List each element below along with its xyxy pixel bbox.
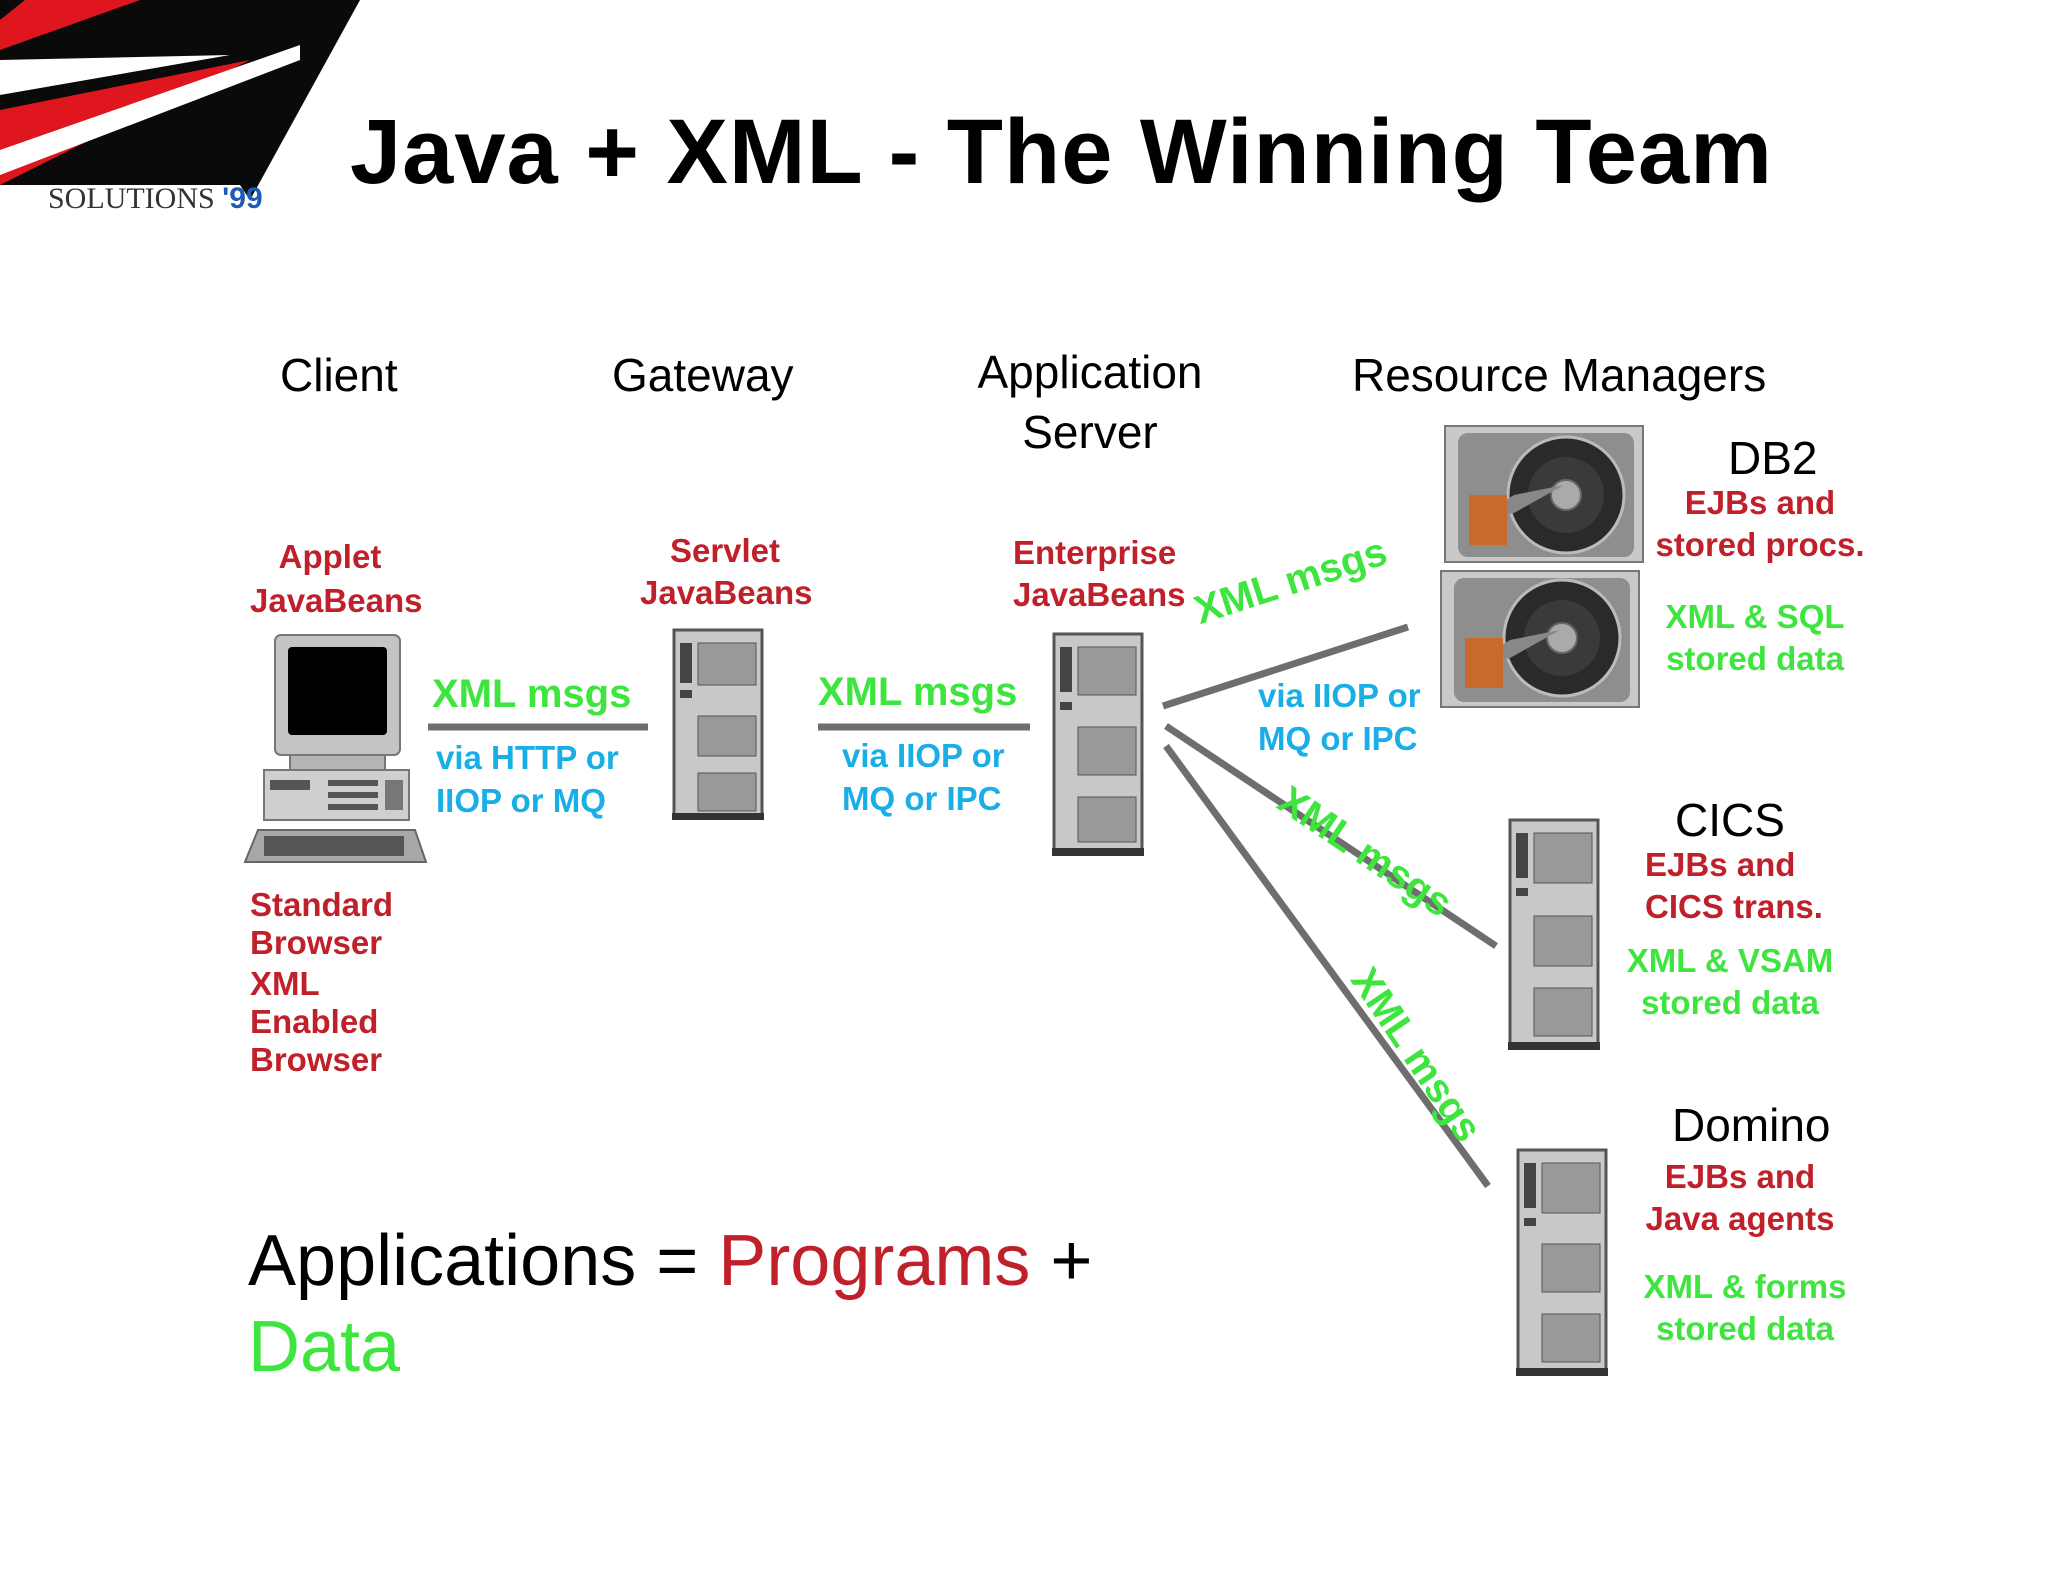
client-bottom-line: XML <box>250 965 320 1002</box>
column-header-client: Client <box>280 349 398 401</box>
cics-data-line2: stored data <box>1641 984 1819 1021</box>
logo: SOLUTIONS '99 <box>0 0 360 220</box>
app-server-line1: Enterprise <box>1013 534 1177 571</box>
link-app-db2-via2: MQ or IPC <box>1258 720 1418 757</box>
gateway-line2: JavaBeans <box>640 574 813 611</box>
db2-programs: EJBs and stored procs. <box>1655 482 1865 566</box>
line-app-domino <box>1163 743 1491 1189</box>
domino-data: XML & forms stored data <box>1640 1266 1850 1350</box>
link-gateway-app-via1: via IIOP or <box>842 737 1005 774</box>
gateway-label: Servlet JavaBeans <box>640 530 813 614</box>
cics-data: XML & VSAM stored data <box>1625 940 1835 1024</box>
db2-data: XML & SQL stored data <box>1660 596 1850 680</box>
link-app-db2-via1: via IIOP or <box>1258 677 1421 714</box>
client-top-line1: Applet <box>278 538 382 575</box>
slide-title: Java + XML - The Winning Team <box>350 101 1773 203</box>
client-bottom-line: Browser <box>250 1041 383 1078</box>
domino-prog-line2: Java agents <box>1645 1200 1835 1237</box>
cics-prog-line2: CICS trans. <box>1645 888 1823 925</box>
link-app-db2-via: via IIOP or MQ or IPC <box>1258 674 1421 760</box>
app-server-icon <box>1052 632 1144 856</box>
db2-prog-line1: EJBs and <box>1684 484 1836 521</box>
db2-data-line1: XML & SQL <box>1665 598 1845 635</box>
cics-prog-line1: EJBs and <box>1645 846 1796 883</box>
equation-data: Data <box>248 1307 401 1387</box>
db2-prog-line2: stored procs. <box>1655 526 1865 563</box>
link-client-gateway-label: XML msgs <box>432 672 632 716</box>
app-server-label: Enterprise JavaBeans <box>1013 532 1185 616</box>
client-top-label: Applet <box>250 536 410 578</box>
column-header-app-server-line2: Server <box>1022 406 1158 458</box>
client-bottom-line: Browser <box>250 924 383 961</box>
link-gateway-app-via2: MQ or IPC <box>842 780 1002 817</box>
cics-name: CICS <box>1675 794 1785 846</box>
app-server-line2: JavaBeans <box>1013 576 1186 613</box>
client-bottom-label: Standard Browser XML Enabled Browser <box>250 886 393 1079</box>
cics-programs: EJBs and CICS trans. <box>1645 844 1823 928</box>
equation-line1: Applications = Programs + <box>248 1218 1092 1304</box>
domino-prog-line1: EJBs and <box>1664 1158 1816 1195</box>
link-gateway-app-label: XML msgs <box>818 670 1018 714</box>
client-top-line2: JavaBeans <box>250 582 423 619</box>
domino-programs: EJBs and Java agents <box>1640 1156 1840 1240</box>
domino-data-line1: XML & forms <box>1643 1268 1847 1305</box>
line-app-cics <box>1164 723 1498 949</box>
link-client-gateway-via: via HTTP or IIOP or MQ <box>436 736 619 822</box>
domino-name: Domino <box>1672 1099 1831 1151</box>
line-app-db2 <box>1161 623 1410 710</box>
domino-server-icon <box>1516 1148 1608 1376</box>
cics-data-line1: XML & VSAM <box>1626 942 1834 979</box>
db2-data-line2: stored data <box>1666 640 1844 677</box>
equation-programs: Programs <box>718 1221 1031 1301</box>
client-bottom-line: Standard <box>250 886 394 923</box>
db2-name: DB2 <box>1728 432 1818 484</box>
cics-server-icon <box>1508 818 1600 1050</box>
gateway-line1: Servlet <box>669 532 781 569</box>
column-header-gateway: Gateway <box>612 349 794 401</box>
client-bottom-line: Enabled <box>250 1003 379 1040</box>
gateway-server-icon <box>672 628 764 820</box>
logo-graphic <box>0 0 360 200</box>
hard-disk-icon <box>1440 570 1640 708</box>
column-header-resource-managers: Resource Managers <box>1352 349 1767 401</box>
logo-year: '99 <box>222 182 263 215</box>
column-header-app-server: Application Server <box>970 342 1210 462</box>
domino-data-line2: stored data <box>1656 1310 1834 1347</box>
link-client-gateway-via2: IIOP or MQ <box>436 782 606 819</box>
equation-left: Applications = <box>248 1221 719 1301</box>
logo-text: SOLUTIONS <box>48 182 215 215</box>
desktop-computer-icon <box>243 634 428 863</box>
link-gateway-app-via: via IIOP or MQ or IPC <box>842 734 1005 820</box>
equation-plus: + <box>1030 1221 1093 1301</box>
equation: Applications = Programs + Data <box>248 1218 1092 1390</box>
column-header-app-server-line1: Application <box>977 346 1203 398</box>
hard-disk-icon <box>1444 425 1644 563</box>
link-client-gateway-via1: via HTTP or <box>436 739 619 776</box>
